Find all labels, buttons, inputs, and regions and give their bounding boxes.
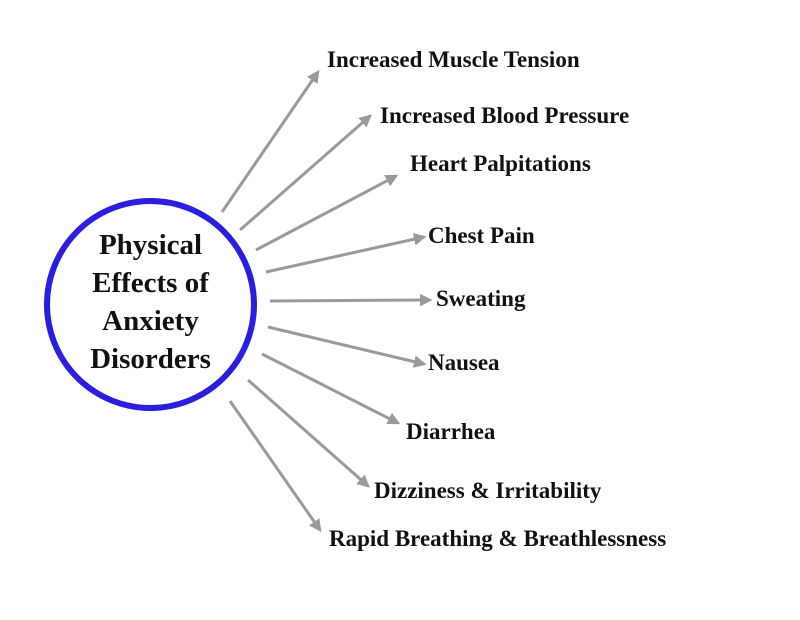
- arrows-group: [220, 69, 433, 533]
- arrow-muscle-tension: [220, 69, 320, 213]
- effect-label-nausea: Nausea: [428, 350, 500, 375]
- central-title: Physical Effects of Anxiety Disorders: [90, 229, 211, 375]
- effect-label-chest-pain: Chest Pain: [428, 223, 535, 248]
- effect-label-blood-pressure: Increased Blood Pressure: [380, 103, 630, 128]
- arrow-blood-pressure: [239, 114, 372, 232]
- effect-label-diarrhea: Diarrhea: [406, 419, 496, 444]
- effect-label-sweating: Sweating: [436, 286, 526, 311]
- effect-label-dizziness: Dizziness & Irritability: [374, 478, 602, 503]
- arrow-palpitations: [255, 174, 399, 252]
- central-circle: [44, 198, 257, 411]
- effect-label-palpitations: Heart Palpitations: [410, 151, 591, 176]
- arrow-nausea: [267, 325, 427, 368]
- arrow-dizziness: [247, 378, 370, 488]
- arrow-rapid-breathing: [228, 400, 322, 533]
- arrow-diarrhea: [261, 352, 401, 425]
- effect-label-rapid-breathing: Rapid Breathing & Breathlessness: [329, 526, 667, 551]
- arrow-sweating: [269, 293, 433, 307]
- effect-label-muscle-tension: Increased Muscle Tension: [327, 47, 580, 72]
- arrow-chest-pain: [265, 233, 427, 274]
